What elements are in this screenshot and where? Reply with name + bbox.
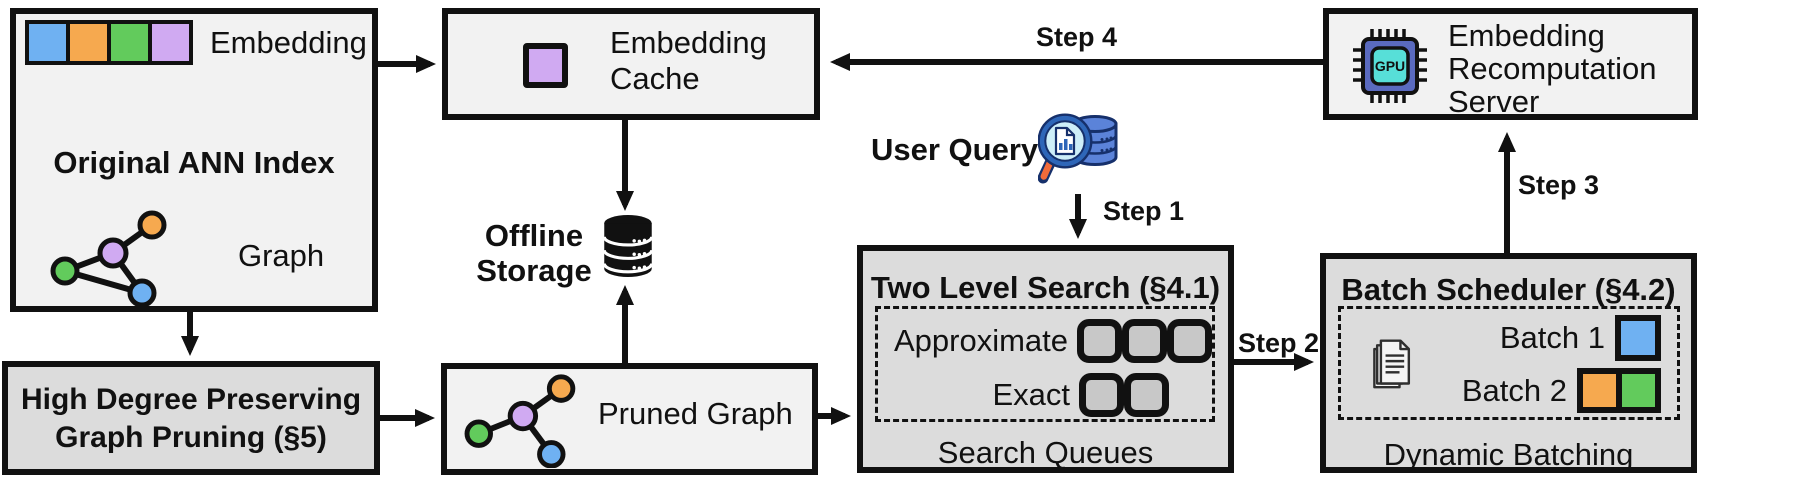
- embedding-cell-purple: [152, 24, 189, 61]
- embedding-label: Embedding: [210, 25, 367, 60]
- approximate-label: Approximate: [893, 323, 1068, 358]
- embedding-vector-strip: [25, 20, 193, 65]
- approximate-queue-row: Approximate: [878, 314, 1212, 368]
- high-degree-pruning-box: High Degree Preserving Graph Pruning (§5…: [2, 361, 380, 475]
- batch-scheduler-box: Batch Scheduler (§4.2) Batch 1: [1320, 253, 1697, 473]
- batch2-row: Batch 2: [1462, 368, 1661, 413]
- pruned-graph-label: Pruned Graph: [598, 396, 793, 431]
- queue-slot: [1124, 373, 1169, 417]
- gpu-chip-label: GPU: [1375, 58, 1405, 74]
- exact-queue-slots: [1079, 373, 1169, 417]
- magnifier-icon: [1038, 113, 1093, 184]
- gpu-chip-icon: GPU: [1353, 29, 1427, 103]
- two-level-search-box: Two Level Search (§4.1) Approximate Exac…: [857, 245, 1234, 473]
- batch-scheduler-title: Batch Scheduler (§4.2): [1341, 272, 1676, 307]
- embedding-cache-label: Embedding Cache: [610, 25, 767, 96]
- exact-queue-row: Exact: [878, 368, 1212, 422]
- batch2-item-green: [1616, 368, 1661, 413]
- step3-label: Step 3: [1518, 170, 1600, 200]
- original-ann-index-box: Embedding Original ANN Index Graph: [10, 8, 378, 312]
- step2-label: Step 2: [1238, 328, 1320, 358]
- queue-slot: [1122, 319, 1167, 363]
- batch1-label: Batch 1: [1499, 320, 1605, 355]
- original-graph-icon: [50, 210, 167, 306]
- high-degree-pruning-title: High Degree Preserving Graph Pruning (§5…: [20, 383, 362, 454]
- recomputation-server-label: Embedding Recomputation Server: [1448, 18, 1657, 119]
- step1-label: Step 1: [1103, 196, 1185, 226]
- search-queues-panel: Approximate Exact: [875, 306, 1215, 422]
- queue-slot: [1079, 373, 1124, 417]
- offline-storage-label: Offline Storage: [476, 218, 592, 288]
- queue-slot: [1167, 319, 1212, 363]
- exact-label: Exact: [992, 377, 1070, 412]
- documents-stack-icon: [1373, 339, 1411, 389]
- dynamic-batching-caption: Dynamic Batching: [1383, 437, 1634, 472]
- embedding-cell-orange: [70, 24, 107, 61]
- cached-embedding-square: [523, 43, 568, 88]
- two-level-search-title: Two Level Search (§4.1): [870, 270, 1221, 305]
- pruned-graph-icon: [464, 374, 576, 468]
- embedding-cache-box: Embedding Cache: [442, 8, 820, 120]
- user-query-search-icon: [1038, 113, 1118, 184]
- embedding-cell-green: [111, 24, 148, 61]
- batch1-item-blue: [1615, 315, 1661, 361]
- pruned-graph-box: Pruned Graph: [441, 363, 818, 475]
- step4-label: Step 4: [1036, 22, 1118, 52]
- approximate-queue-slots: [1077, 319, 1212, 363]
- graph-label: Graph: [238, 238, 325, 273]
- embedding-cell-blue: [29, 24, 66, 61]
- batch2-label: Batch 2: [1461, 372, 1567, 408]
- original-ann-index-title: Original ANN Index: [53, 145, 335, 180]
- recomputation-server-box: GPU Embedding Recomputation Server: [1323, 8, 1698, 120]
- user-query-label: User Query: [871, 132, 1039, 167]
- offline-storage-database-icon: [602, 215, 654, 277]
- dynamic-batching-panel: Batch 1 Batch 2: [1338, 306, 1680, 420]
- queue-slot: [1077, 319, 1122, 363]
- batch1-row: Batch 1: [1500, 315, 1661, 361]
- search-queues-caption: Search Queues: [937, 435, 1154, 470]
